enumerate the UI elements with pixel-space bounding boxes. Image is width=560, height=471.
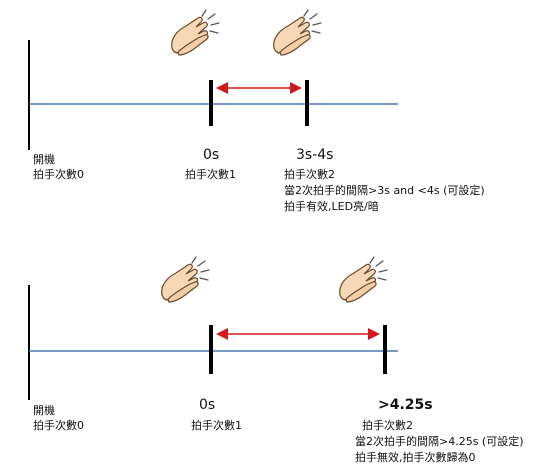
top-second-result: 拍手有效,LED亮/暗 [284,200,379,213]
top-start-label: 開機 [33,153,55,166]
top-first-count: 拍手次數1 [185,168,236,181]
top-start-count: 拍手次數0 [33,168,84,181]
top-second-condition: 當2次拍手的間隔>3s and <4s (可設定) [284,184,485,197]
top-second-time: 3s-4s [296,147,334,163]
bottom-start-label: 開機 [33,404,55,417]
clapping-hands-icon [161,256,210,303]
top-first-time: 0s [203,147,220,163]
clapping-hands-icon [273,9,322,56]
bottom-second-count: 拍手次數2 [362,419,413,432]
bottom-second-time: >4.25s [378,397,433,413]
bottom-second-condition: 當2次拍手的間隔>4.25s (可設定) [355,435,524,448]
bottom-start-count: 拍手次數0 [33,419,84,432]
bottom-second-result: 拍手無效,拍手次數歸為0 [355,451,476,464]
bottom-first-count: 拍手次數1 [191,419,242,432]
clapping-hands-icon [339,256,388,303]
top-second-count: 拍手次數2 [284,168,335,181]
bottom-first-time: 0s [199,397,216,413]
clapping-hands-icon [171,9,220,56]
